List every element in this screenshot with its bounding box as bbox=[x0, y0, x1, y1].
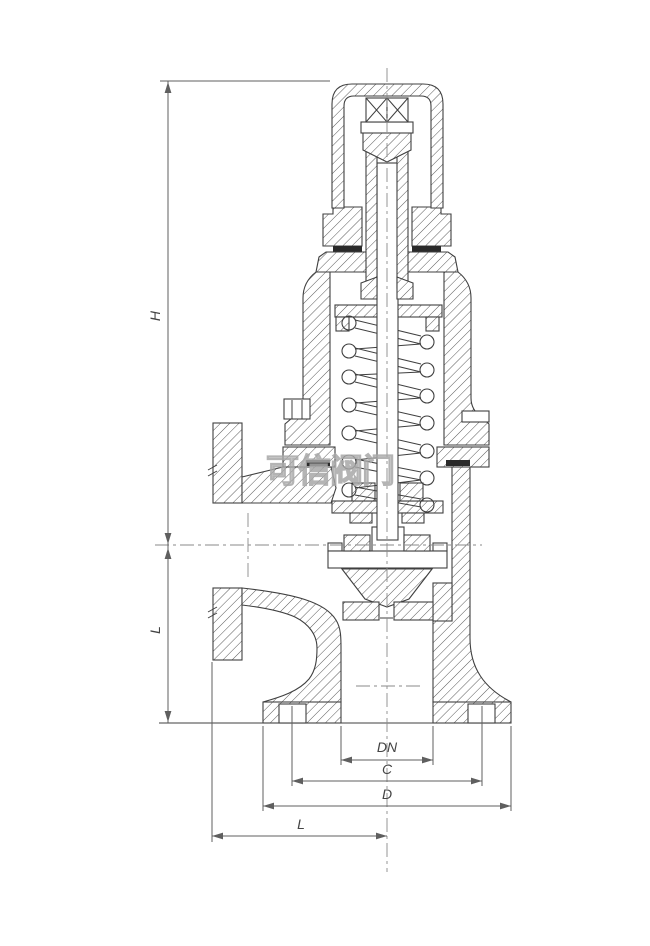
bonnet-assembly bbox=[282, 206, 490, 524]
lock-block-cross-lines bbox=[365, 97, 409, 123]
lower-seat-skirt-left bbox=[349, 512, 373, 524]
holder-shoulder-right bbox=[403, 534, 431, 552]
dimension-label-dn: DN bbox=[377, 739, 398, 755]
gland-nut-right bbox=[411, 206, 452, 247]
outlet-flange-lower bbox=[212, 587, 243, 661]
screw-flare-left bbox=[360, 276, 378, 300]
dimension-label-l-bottom: L bbox=[297, 816, 305, 832]
watermark-text: 可信阀门 bbox=[266, 451, 394, 490]
extension-lines-c bbox=[291, 706, 483, 786]
arrowhead bbox=[164, 711, 172, 722]
dimension-label-d: D bbox=[382, 786, 392, 802]
flange-face-break-ticks bbox=[207, 464, 218, 619]
adjust-screw-wall-right bbox=[396, 149, 409, 289]
arrowhead bbox=[422, 756, 433, 764]
dimension-c: C bbox=[291, 706, 483, 786]
gland-seal-left bbox=[333, 246, 362, 252]
arrowhead bbox=[263, 802, 274, 810]
arrowhead bbox=[376, 832, 387, 840]
arrowhead bbox=[164, 533, 172, 544]
adjust-screw-wall-left bbox=[365, 149, 378, 289]
dimension-h: H bbox=[147, 80, 330, 545]
holder-shoulder-left bbox=[343, 534, 371, 552]
holder-tab-right bbox=[432, 542, 448, 552]
seat-ring-right bbox=[393, 601, 434, 621]
flange-bolt-facets bbox=[291, 400, 303, 419]
flange-bolt-nut bbox=[283, 398, 311, 420]
centerlines bbox=[155, 68, 482, 872]
dimension-d: D bbox=[262, 726, 512, 811]
gasket-right bbox=[446, 460, 470, 466]
dimension-l-side: L bbox=[147, 545, 172, 723]
seat-ring-left bbox=[342, 601, 380, 621]
extension-lines-dn bbox=[340, 726, 434, 765]
body-assembly bbox=[159, 422, 512, 724]
disc-holder bbox=[327, 550, 448, 569]
lower-seat-skirt-right bbox=[401, 512, 425, 524]
outlet-flange-upper bbox=[212, 422, 243, 504]
arrowhead bbox=[164, 82, 172, 93]
body-lower-left-wall bbox=[241, 587, 342, 703]
arrowhead bbox=[212, 832, 223, 840]
dimension-dn: DN bbox=[340, 726, 434, 765]
dimension-label-c: C bbox=[382, 761, 393, 777]
bonnet-neck-right bbox=[406, 251, 459, 273]
holder-tab-left bbox=[327, 542, 343, 552]
arrowhead bbox=[341, 756, 352, 764]
arrowhead bbox=[500, 802, 511, 810]
upper-plate-lip-right bbox=[425, 316, 440, 332]
dimension-label-h: H bbox=[147, 310, 163, 321]
bonnet-neck-left bbox=[315, 251, 368, 273]
cap-shell bbox=[331, 83, 444, 209]
dimension-l-bottom: L bbox=[211, 662, 387, 842]
gland-seal-right bbox=[412, 246, 441, 252]
valve-stem bbox=[376, 162, 399, 541]
arrowhead bbox=[471, 777, 482, 785]
spring-wire-sections bbox=[341, 315, 435, 513]
disc-seat-assembly bbox=[327, 526, 448, 621]
inlet-nozzle-wall bbox=[432, 582, 453, 622]
dimension-label-l-side: L bbox=[147, 626, 163, 634]
arrowhead bbox=[292, 777, 303, 785]
flange-step-right bbox=[461, 410, 490, 423]
gasket-left bbox=[306, 460, 330, 466]
screw-flare-right bbox=[396, 276, 414, 300]
stem-assembly bbox=[360, 149, 414, 541]
extension-lines-d bbox=[262, 726, 512, 811]
arrowhead bbox=[164, 548, 172, 559]
gland-nut-left bbox=[322, 206, 363, 247]
